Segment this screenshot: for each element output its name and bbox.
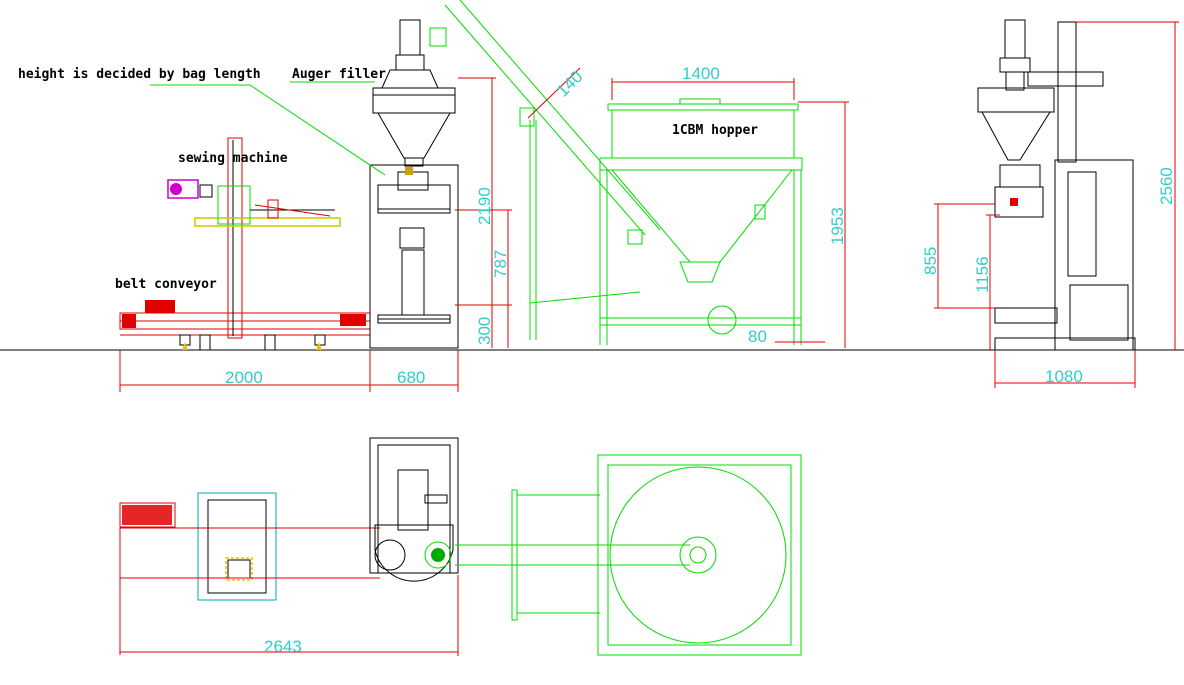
auger-filler-front [369,19,459,349]
dim-plan-length: 2643 [264,637,302,656]
dim-hopper-width: 1400 [682,64,720,83]
dim-side-low-height: 855 [921,247,940,275]
screw-conveyor [429,0,661,340]
dimension-lines [119,21,1179,392]
dim-screw-conveyor: 140 [553,67,586,100]
hopper-front [599,98,803,345]
dim-bag-height: 787 [491,250,510,278]
sewing-machine-label: sewing machine [178,151,288,166]
dim-hopper-outlet: 80 [748,327,767,346]
height-note-label: height is decided by bag length [18,67,261,82]
side-view [977,19,1136,351]
dim-side-width: 1080 [1045,367,1083,386]
dim-side-mid-height: 1156 [973,256,992,293]
dim-hopper-height: 1953 [828,207,847,245]
dim-filler-width: 680 [397,368,425,387]
belt-conveyor-label: belt conveyor [115,277,217,292]
hopper-label: 1CBM hopper [672,123,758,138]
sewing-machine [167,137,341,339]
dim-conveyor-length: 2000 [225,368,263,387]
plan-view [119,437,802,656]
auger-filler-label: Auger filler [292,67,386,82]
belt-conveyor [119,300,371,351]
dim-filler-height: 2190 [475,187,494,225]
dim-side-height: 2560 [1157,167,1176,205]
dim-base-height: 300 [475,317,494,345]
